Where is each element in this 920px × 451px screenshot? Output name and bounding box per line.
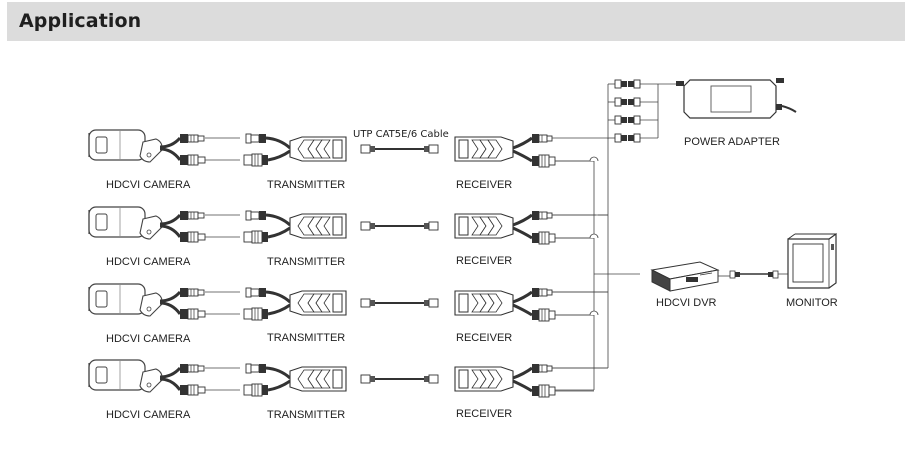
receiver-icon bbox=[453, 132, 610, 169]
receiver-icon bbox=[453, 209, 610, 246]
receiver-icon bbox=[453, 286, 610, 323]
camera-icon bbox=[87, 358, 242, 397]
utp-cable-icon bbox=[360, 144, 439, 154]
camera-icon bbox=[87, 282, 242, 321]
receiver-label: RECEIVER bbox=[456, 408, 512, 420]
utp-cable-icon bbox=[360, 298, 439, 308]
transmitter-label: TRANSMITTER bbox=[267, 179, 345, 191]
transmitter-icon bbox=[242, 209, 348, 245]
vga-cable-icon bbox=[729, 270, 788, 279]
power-adapter-label: POWER ADAPTER bbox=[684, 136, 780, 148]
dc-connector-icon bbox=[614, 133, 641, 143]
camera-icon bbox=[87, 128, 242, 167]
transmitter-icon bbox=[242, 362, 348, 398]
transmitter-label: TRANSMITTER bbox=[267, 409, 345, 421]
power-bus bbox=[590, 214, 608, 369]
dc-connector-icon bbox=[614, 115, 641, 125]
dc-connector-icon bbox=[614, 79, 641, 89]
bus-crossings bbox=[589, 156, 599, 316]
section-title: Application bbox=[19, 10, 142, 32]
video-bus bbox=[555, 138, 640, 391]
transmitter-label: TRANSMITTER bbox=[267, 256, 345, 268]
section-header: Application bbox=[7, 2, 905, 41]
channel-2 bbox=[87, 205, 610, 246]
camera-label: HDCVI CAMERA bbox=[106, 179, 191, 191]
cable-label: UTP CAT5E/6 Cable bbox=[353, 129, 449, 140]
receiver-icon bbox=[453, 362, 610, 399]
dvr-label: HDCVI DVR bbox=[656, 297, 717, 309]
power-adapter-icon bbox=[676, 78, 797, 119]
monitor-icon bbox=[787, 232, 837, 289]
utp-cable-icon bbox=[360, 374, 439, 384]
camera-label: HDCVI CAMERA bbox=[106, 409, 191, 421]
diagram-labels: UTP CAT5E/6 Cable HDCVI CAMERA TRANSMITT… bbox=[106, 129, 838, 421]
transmitter-icon bbox=[242, 132, 348, 168]
receiver-label: RECEIVER bbox=[456, 179, 512, 191]
transmitter-label: TRANSMITTER bbox=[267, 332, 345, 344]
dc-connector-icon bbox=[614, 97, 641, 107]
dvr-icon bbox=[650, 261, 730, 292]
camera-icon bbox=[87, 205, 242, 244]
power-connectors bbox=[614, 79, 641, 143]
channel-4 bbox=[87, 358, 610, 399]
receiver-label: RECEIVER bbox=[456, 332, 512, 344]
utp-cable-icon bbox=[360, 221, 439, 231]
monitor-label: MONITOR bbox=[786, 297, 838, 309]
camera-label: HDCVI CAMERA bbox=[106, 256, 191, 268]
camera-label: HDCVI CAMERA bbox=[106, 333, 191, 345]
channel-1 bbox=[87, 128, 610, 169]
transmitter-icon bbox=[242, 286, 348, 322]
channel-3 bbox=[87, 282, 610, 323]
power-wiring bbox=[552, 83, 680, 369]
receiver-label: RECEIVER bbox=[456, 255, 512, 267]
